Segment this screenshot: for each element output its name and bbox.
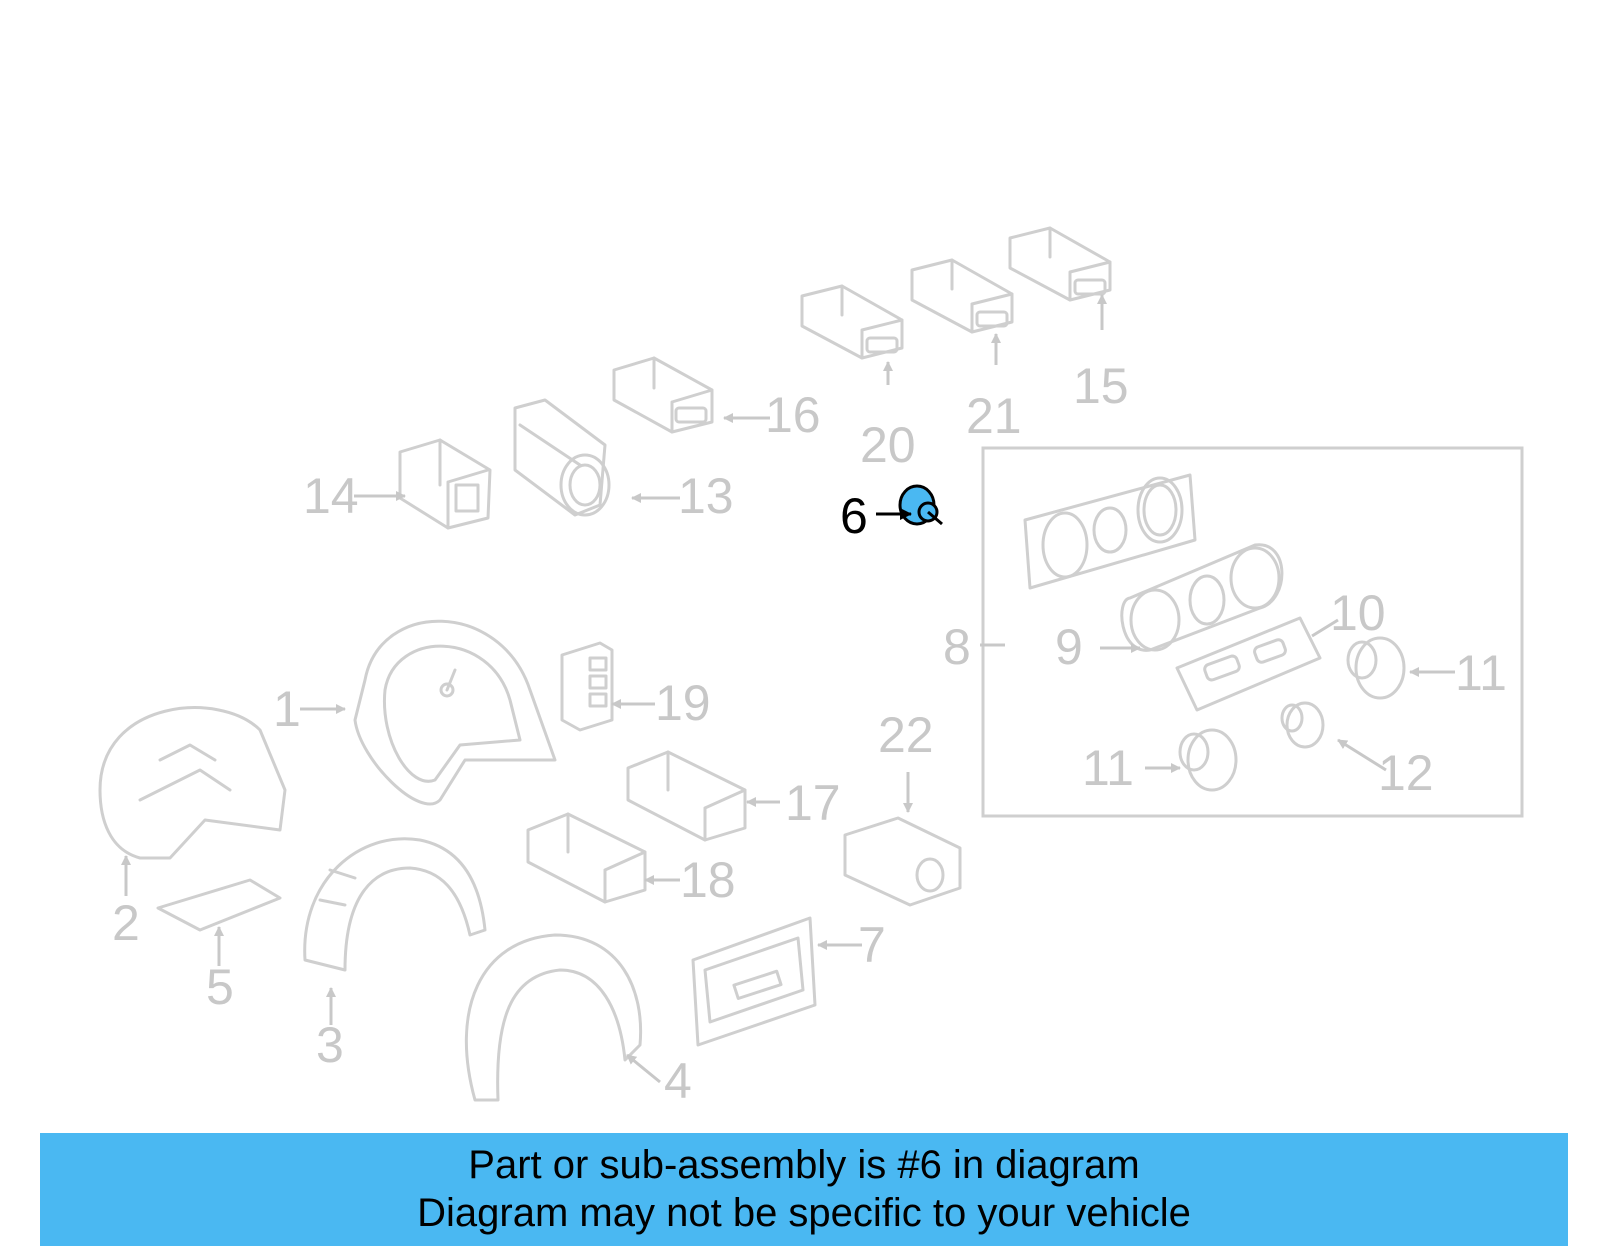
callout-1: 1 [273, 681, 301, 737]
callout-3: 3 [316, 1017, 344, 1073]
callout-22: 22 [878, 707, 934, 763]
callout-11-left: 11 [1082, 740, 1134, 796]
part-1-instrument-cluster [353, 619, 557, 806]
part-6-knob-highlighted [898, 484, 943, 526]
part-12-knob [1280, 701, 1325, 749]
part-16-switch-blank [612, 356, 714, 434]
callout-6: 6 [840, 488, 868, 544]
part-17-switch-panel [626, 750, 747, 842]
callout-20: 20 [860, 417, 916, 473]
callout-15: 15 [1073, 358, 1129, 414]
part-19-switch [560, 641, 614, 732]
callout-13: 13 [678, 468, 734, 524]
callout-5: 5 [206, 959, 234, 1015]
part-22-housing [843, 816, 962, 907]
banner-line-1: Part or sub-assembly is #6 in diagram [468, 1143, 1140, 1187]
callout-4: 4 [664, 1053, 692, 1109]
callout-16: 16 [765, 387, 821, 443]
part-14-switch [398, 438, 492, 530]
callout-18: 18 [680, 852, 736, 908]
callout-8: 8 [943, 619, 971, 675]
part-7-control-panel [691, 916, 817, 1047]
part-4-cover [464, 933, 643, 1102]
part-8-housing [1023, 473, 1197, 590]
part-21-switch-blank [910, 258, 1014, 334]
part-20-switch-blank [800, 284, 904, 360]
callout-9: 9 [1055, 619, 1083, 675]
callout-7: 7 [858, 917, 886, 973]
part-15-switch-blank [1008, 226, 1112, 302]
part-5-trim [156, 878, 282, 932]
callout-14: 14 [303, 468, 359, 524]
callout-2: 2 [112, 895, 140, 951]
part-9-bezel [1120, 543, 1284, 652]
part-2-shroud [98, 706, 287, 860]
callout-11-right: 11 [1455, 645, 1507, 701]
leader-lines [121, 294, 1455, 1084]
part-11-knob-right [1346, 636, 1406, 700]
part-8-control-assembly-box [981, 446, 1524, 818]
info-banner: Part or sub-assembly is #6 in diagram Di… [40, 1133, 1568, 1246]
part-10-ac-panel [1175, 616, 1322, 712]
callout-21: 21 [966, 388, 1022, 444]
callout-17: 17 [785, 775, 841, 831]
part-3-cover [303, 837, 487, 972]
callout-12: 12 [1378, 745, 1434, 801]
part-11-knob-left [1178, 728, 1238, 792]
callout-10: 10 [1330, 585, 1386, 641]
banner-line-2: Diagram may not be specific to your vehi… [417, 1191, 1191, 1235]
part-18-switch-panel [526, 812, 647, 904]
part-13-rotary-switch [513, 398, 611, 517]
callout-19: 19 [655, 675, 711, 731]
